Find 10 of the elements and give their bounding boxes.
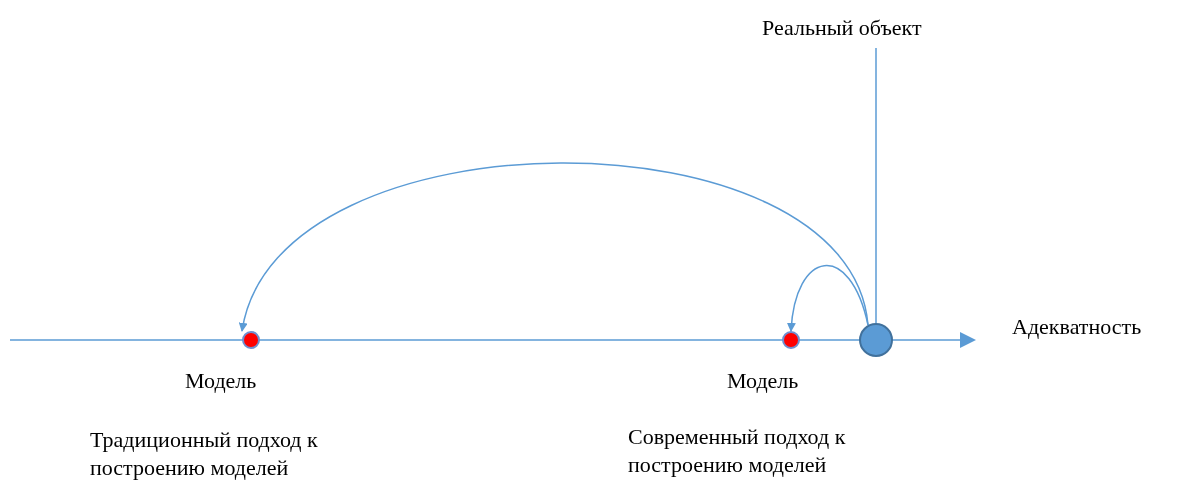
object-label: Реальный объект [762,14,922,41]
axis-label: Адекватность [1012,313,1142,340]
leader-line [875,47,877,324]
curved-arrow [240,162,869,332]
approach-caption: Традиционный подход к построению моделей [90,426,319,482]
approach-caption: Современный подход к построению моделей [628,423,847,479]
object-circle [859,323,893,357]
model-label: Модель [727,367,799,394]
model-label: Модель [185,367,257,394]
curved-arrow [787,265,869,332]
